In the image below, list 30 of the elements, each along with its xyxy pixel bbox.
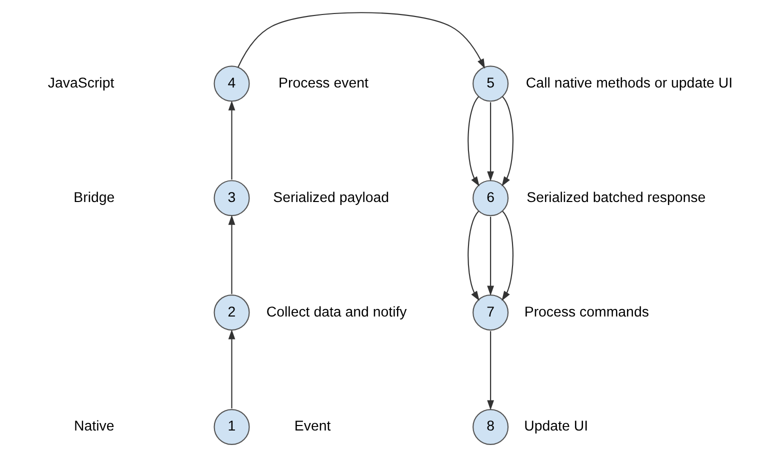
label: Bridge: [73, 190, 114, 206]
arrow: [467, 96, 479, 186]
node-circle: 4: [213, 66, 250, 102]
arrow: [228, 329, 235, 408]
node-circle: 1: [213, 408, 250, 445]
node-circle: 7: [472, 294, 508, 331]
arrow: [501, 210, 513, 301]
node-circle: 3: [213, 180, 250, 216]
arrow: [501, 96, 513, 186]
label: JavaScript: [47, 75, 114, 92]
node-label: Update UI: [524, 418, 588, 435]
node-label: Event: [294, 418, 330, 435]
node-label: Serialized batched response: [526, 190, 706, 206]
arrow: [228, 100, 235, 180]
arrow: [486, 216, 494, 296]
node-label: Process event: [278, 75, 368, 92]
node-circle: 8: [472, 408, 508, 445]
arrow: [467, 210, 479, 301]
arrow: [228, 215, 235, 294]
node-circle: 5: [472, 66, 508, 102]
node-label: Serialized payload: [272, 190, 389, 206]
node-label: Process commands: [524, 304, 648, 320]
node-circle: 2: [213, 294, 250, 331]
arrow: [486, 102, 494, 182]
arrow: [486, 331, 494, 410]
arrow: [237, 12, 484, 69]
node-circle: 6: [472, 180, 508, 216]
node-label: Collect data and notify: [266, 304, 406, 320]
node-label: Call native methods or update UI: [525, 75, 732, 92]
label: Native: [74, 418, 114, 435]
